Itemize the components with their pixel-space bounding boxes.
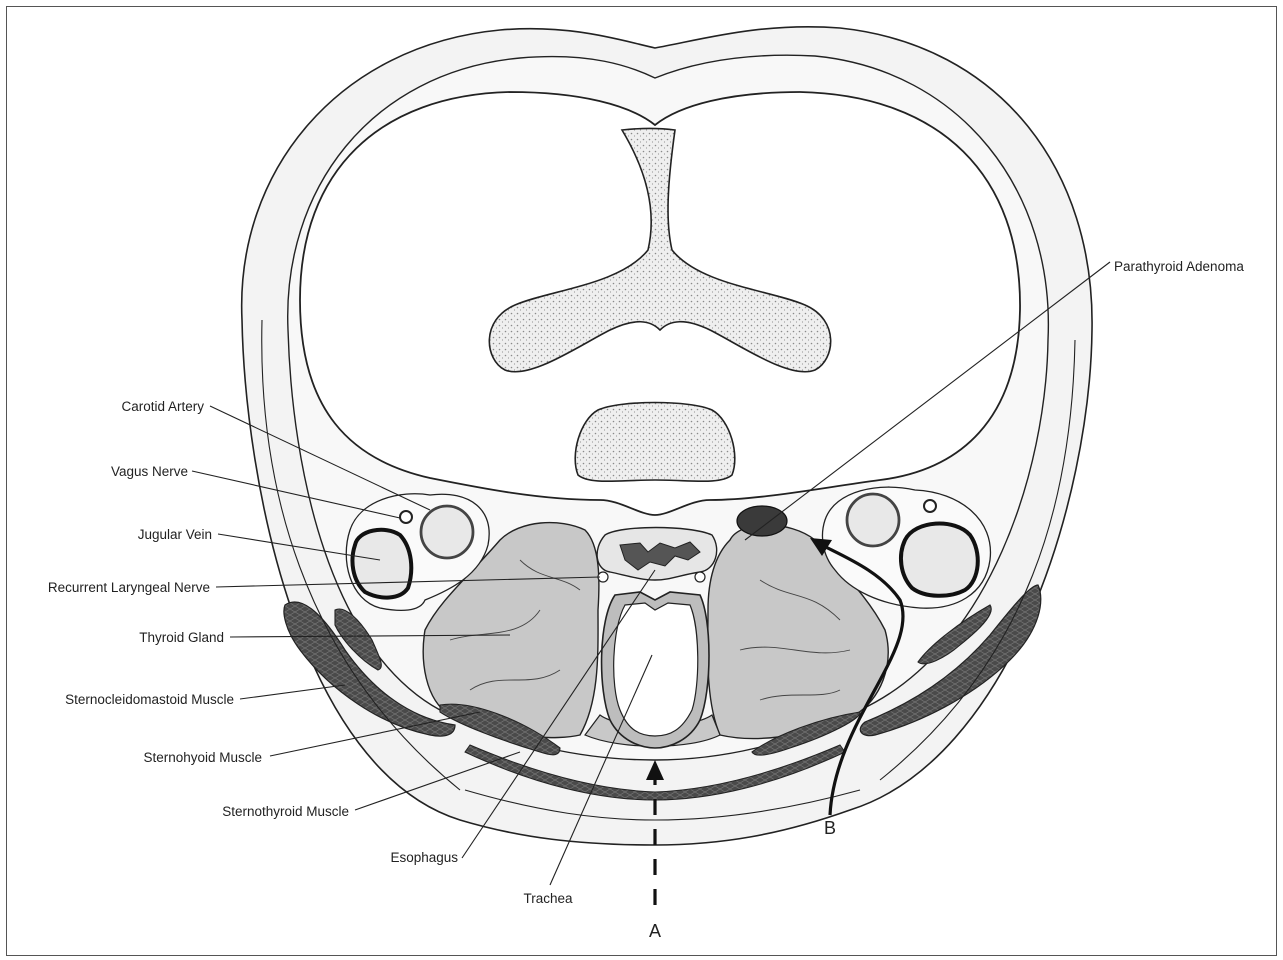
recurrent-laryngeal-nerve-right xyxy=(695,572,705,582)
trachea-lumen xyxy=(614,603,698,736)
parathyroid-adenoma xyxy=(737,506,787,536)
right-jugular-vein xyxy=(901,524,978,596)
label-thyroid-gland: Thyroid Gland xyxy=(139,630,224,645)
label-esophagus: Esophagus xyxy=(390,850,458,865)
label-sternohyoid-muscle: Sternohyoid Muscle xyxy=(143,750,262,765)
label-trachea: Trachea xyxy=(523,891,573,906)
left-jugular-vein xyxy=(352,530,411,598)
label-vagus-nerve: Vagus Nerve xyxy=(111,464,188,479)
label-approach-b: B xyxy=(824,818,836,838)
left-carotid-artery xyxy=(421,506,473,558)
label-parathyroid-adenoma: Parathyroid Adenoma xyxy=(1114,259,1244,274)
right-vagus-nerve xyxy=(924,500,936,512)
label-jugular-vein: Jugular Vein xyxy=(138,527,212,542)
label-approach-a: A xyxy=(649,921,661,941)
left-vagus-nerve xyxy=(400,511,412,523)
label-recurrent-laryngeal-nerve: Recurrent Laryngeal Nerve xyxy=(48,580,210,595)
label-sternothyroid-muscle: Sternothyroid Muscle xyxy=(222,804,349,819)
label-sternocleidomastoid-muscle: Sternocleidomastoid Muscle xyxy=(65,692,234,707)
right-carotid-artery xyxy=(847,494,899,546)
label-carotid-artery: Carotid Artery xyxy=(121,399,204,414)
vertebral-body xyxy=(575,403,735,482)
